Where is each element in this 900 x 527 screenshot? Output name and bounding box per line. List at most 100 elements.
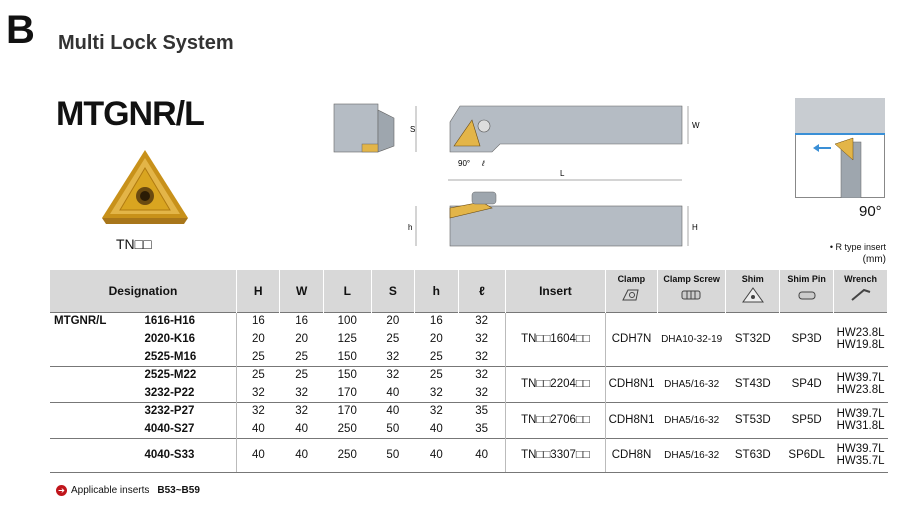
cell-S: 25 xyxy=(386,333,400,345)
cell-ell: 40 xyxy=(458,437,506,473)
cell-L: 170 xyxy=(323,401,372,420)
cell-H: 16 xyxy=(235,311,280,330)
screw-icon xyxy=(681,290,701,300)
cell-ell: 32 xyxy=(458,311,506,330)
triangle-insert-icon xyxy=(102,150,188,224)
wrench-1: HW39.7L xyxy=(836,408,885,420)
hdr-designation: Designation xyxy=(50,270,237,312)
cell-shim-pin: SP4D xyxy=(779,365,834,402)
applicable-inserts-link[interactable]: ➔ Applicable inserts B53~B59 xyxy=(56,485,200,496)
cell-h: 40 xyxy=(414,437,459,473)
wrench-1: HW39.7L xyxy=(836,443,885,455)
hdr-clamp-screw-label: Clamp Screw xyxy=(663,274,720,284)
cell-S: 32 xyxy=(386,350,400,363)
cell-L: 250 xyxy=(337,422,357,435)
angle-label: 90° xyxy=(859,203,882,220)
insert-code: TN□□ xyxy=(116,236,152,252)
hdr-shim-pin: Shim Pin xyxy=(779,270,835,312)
cell-shim-pin: SP6DL xyxy=(779,437,834,473)
cell-h: 16 xyxy=(414,311,459,330)
cell-ell: 35 xyxy=(475,422,489,435)
hdr-W: W xyxy=(279,270,324,312)
cell-H: 25 xyxy=(235,365,280,384)
cell-W: 16 xyxy=(279,311,324,330)
shim-icon xyxy=(741,287,764,303)
cell-designation: 2525-M16 xyxy=(144,350,197,363)
cell-H: 32 xyxy=(235,401,280,420)
cell-S: 50 xyxy=(371,437,415,473)
hdr-insert: Insert xyxy=(505,270,606,312)
cell-insert: TN□□1604□□ xyxy=(505,311,606,366)
hdr-shim-label: Shim xyxy=(741,274,764,284)
cell-W: 32 xyxy=(295,386,309,399)
cell-S: 40 xyxy=(371,401,415,420)
wrench-2: HW31.8L xyxy=(836,420,885,432)
cell-clamp: CDH7N xyxy=(604,311,658,366)
hdr-ell: ℓ xyxy=(458,270,507,312)
hdr-clamp-label: Clamp xyxy=(617,274,646,284)
cell-S: 32 xyxy=(371,365,415,384)
cell-clamp: CDH8N1 xyxy=(604,365,658,402)
cell-clamp: CDH8N1 xyxy=(604,401,658,438)
dim-h: h xyxy=(408,223,412,232)
wrench-2: HW19.8L xyxy=(836,339,885,351)
cell-designation: 1616-H16 xyxy=(122,311,237,330)
cell-h: 32 xyxy=(429,386,443,399)
hdr-S: S xyxy=(371,270,416,312)
cell-designation: 4040-S27 xyxy=(144,422,195,435)
cell-H: 20 xyxy=(235,330,280,348)
cell-designation: 4040-S33 xyxy=(122,437,237,473)
hdr-H: H xyxy=(236,270,281,312)
section-title: Multi Lock System xyxy=(58,32,234,54)
cell-L: 150 xyxy=(337,350,357,363)
cell-H: 32 xyxy=(235,384,280,402)
cell-S: 50 xyxy=(386,422,400,435)
hdr-L: L xyxy=(323,270,372,312)
dim-ell: ℓ xyxy=(481,159,485,168)
cell-H: 40 xyxy=(235,420,280,438)
cell-shim-pin: SP3D xyxy=(779,311,834,366)
cell-W: 32 xyxy=(279,401,324,420)
cell-designation: 3232-P22 xyxy=(144,386,195,399)
cell-designation: 2525-M22 xyxy=(122,365,237,384)
row-label: MTGNR/L xyxy=(50,311,123,330)
cell-insert: TN□□2204□□ xyxy=(505,365,606,402)
shim-pin-icon xyxy=(798,291,816,300)
cell-L: 100 xyxy=(323,311,372,330)
hdr-wrench: Wrench xyxy=(833,270,888,312)
cell-ell: 32 xyxy=(475,333,489,345)
hdr-h: h xyxy=(414,270,459,312)
cell-W: 40 xyxy=(295,422,309,435)
end-view-drawing xyxy=(333,103,395,153)
arrow-right-icon: ➔ xyxy=(56,485,67,496)
dim-L: L xyxy=(560,169,565,178)
cell-W: 25 xyxy=(295,350,309,363)
cell-shim: ST63D xyxy=(725,437,780,473)
cell-L: 170 xyxy=(337,386,357,399)
section-letter: B xyxy=(6,8,35,52)
cell-ell: 32 xyxy=(475,386,489,399)
cell-L: 250 xyxy=(323,437,372,473)
cell-clamp: CDH8N xyxy=(604,437,658,473)
footer-pages: B53~B59 xyxy=(157,485,200,496)
spec-table: Designation H W L S h ℓ Insert Clamp Cla… xyxy=(50,270,888,473)
cell-S: 20 xyxy=(371,311,415,330)
cell-H: 40 xyxy=(235,437,280,473)
cell-h: 32 xyxy=(414,401,459,420)
r-type-note: • R type insert xyxy=(829,242,886,252)
cell-shim: ST43D xyxy=(725,365,780,402)
cell-screw: DHA10-32-19 xyxy=(657,311,726,366)
cell-h: 25 xyxy=(414,365,459,384)
wrench-2: HW23.8L xyxy=(836,384,885,396)
table-header-row: Designation H W L S h ℓ Insert Clamp Cla… xyxy=(50,270,888,312)
cell-insert: TN□□3307□□ xyxy=(505,437,606,473)
cell-shim: ST53D xyxy=(725,401,780,438)
